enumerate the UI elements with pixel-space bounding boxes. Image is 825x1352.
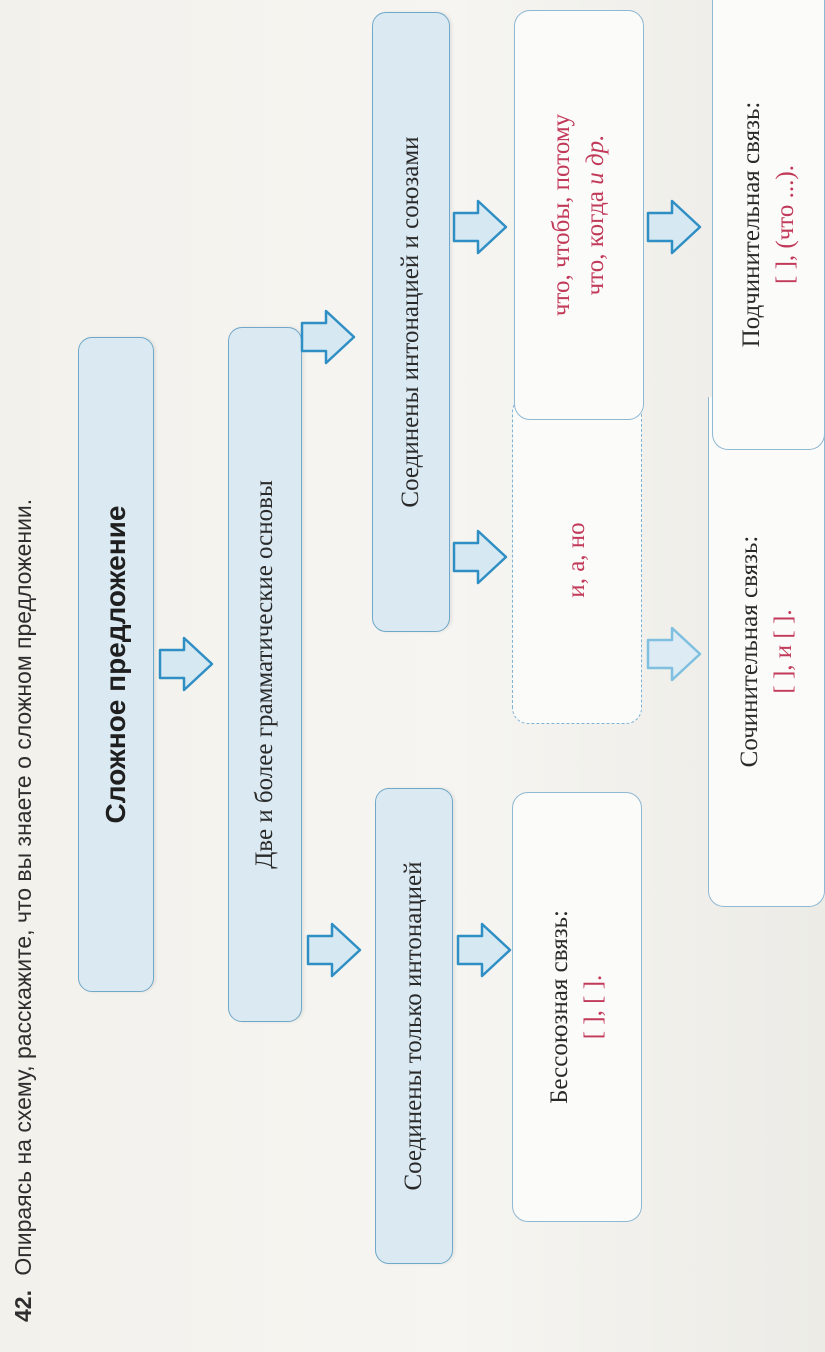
complex-scheme: [ ], (что ...). bbox=[771, 165, 799, 284]
arrow-intonation-only-to-asyndetic bbox=[456, 922, 512, 978]
subordinating-conjunctions-box: что, чтобы, потому что, когда и др. bbox=[514, 10, 644, 420]
arrow-definition-to-intonation-only bbox=[306, 922, 362, 978]
arrow-to-coordinating-conjunctions bbox=[452, 529, 508, 585]
compound-scheme: [ ], и [ ]. bbox=[769, 609, 797, 694]
complex-label: Подчинительная связь: bbox=[737, 101, 765, 348]
definition-box: Две и более грамматические основы bbox=[228, 327, 302, 1022]
intonation-conjunctions-label: Соединены интонацией и союзами bbox=[397, 136, 425, 508]
root-box: Сложное предложение bbox=[78, 337, 154, 992]
exercise-instruction: Опираясь на схему, расскажите, что вы зн… bbox=[10, 498, 36, 1276]
asyndetic-scheme: [ ], [ ]. bbox=[580, 974, 607, 1040]
arrow-to-compound bbox=[646, 626, 702, 682]
subordinating-conjunctions-line2: что, когда и др. bbox=[579, 135, 613, 296]
subordinating-conjunctions-line1: что, чтобы, потому bbox=[548, 113, 576, 317]
asyndetic-box: Бессоюзная связь: [ ], [ ]. bbox=[512, 792, 642, 1222]
complex-box: Подчинительная связь: [ ], (что ...). bbox=[712, 0, 825, 450]
compound-box: Сочинительная связь: [ ], и [ ]. bbox=[708, 397, 825, 907]
arrow-definition-to-intonation-conjunctions bbox=[300, 309, 356, 365]
exercise-number: 42. bbox=[10, 1290, 36, 1322]
intonation-only-label: Соединены только интонацией bbox=[400, 861, 428, 1191]
definition-label: Две и более грамматические основы bbox=[251, 480, 279, 869]
asyndetic-label: Бессоюзная связь: bbox=[546, 910, 574, 1104]
arrow-to-complex bbox=[646, 199, 702, 255]
subordinating-conjunctions-etc: и др. bbox=[582, 134, 609, 185]
arrow-root-to-definition bbox=[158, 636, 214, 692]
coordinating-conjunctions-box: и, а, но bbox=[512, 396, 642, 724]
subordinating-conjunctions-line2-prefix: что, когда bbox=[582, 184, 609, 296]
coordinating-conjunctions-label: и, а, но bbox=[563, 522, 591, 598]
arrow-to-subordinating-conjunctions bbox=[452, 199, 508, 255]
intonation-conjunctions-box: Соединены интонацией и союзами bbox=[372, 12, 450, 632]
compound-label: Сочинительная связь: bbox=[735, 535, 763, 768]
intonation-only-box: Соединены только интонацией bbox=[375, 788, 453, 1264]
root-label: Сложное предложение bbox=[100, 505, 132, 824]
exercise-heading: 42. Опираясь на схему, расскажите, что в… bbox=[10, 22, 37, 1322]
